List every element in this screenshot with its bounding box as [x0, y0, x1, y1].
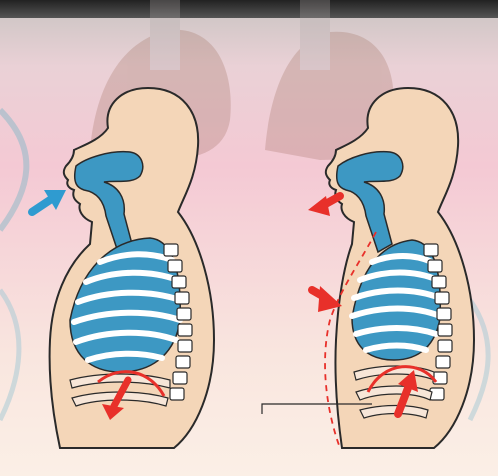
photo-band-top: [0, 0, 498, 18]
